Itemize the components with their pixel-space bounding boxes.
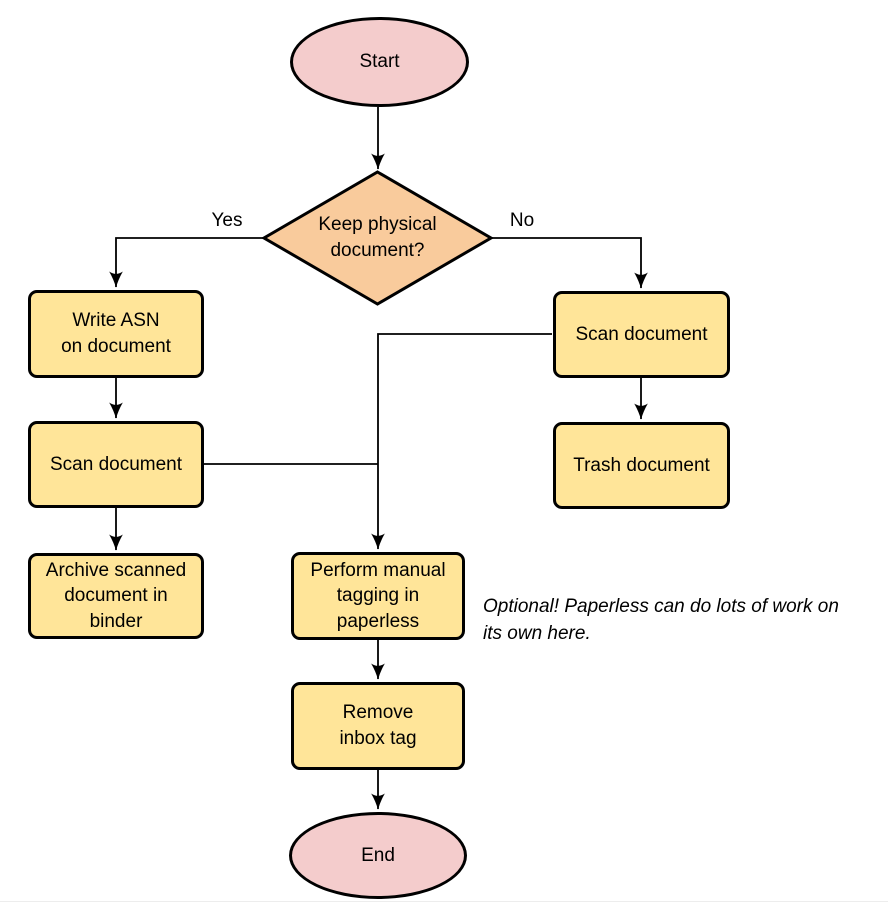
process-manual-tagging: Perform manual tagging in paperless <box>291 552 465 640</box>
optional-note: Optional! Paperless can do lots of work … <box>483 596 839 644</box>
process-remove-inbox-tag: Remove inbox tag <box>291 682 465 770</box>
start-node: Start <box>290 17 469 107</box>
process-archive-document: Archive scanned document in binder <box>28 553 204 639</box>
process-write-asn: Write ASN on document <box>28 290 204 378</box>
process-scan-document-right: Scan document <box>553 291 730 378</box>
end-node: End <box>289 812 467 899</box>
process-scan-document-left: Scan document <box>28 421 204 508</box>
edge-label-yes: Yes <box>211 210 243 231</box>
process-trash-document: Trash document <box>553 422 730 509</box>
edge-decision-yes-to-write-asn <box>109 237 264 288</box>
edge-decision-no-to-scan-right <box>491 237 648 289</box>
edge-label-no: No <box>509 210 535 231</box>
edge-scan-right-to-tagging <box>371 333 552 550</box>
decision-shape <box>261 170 494 306</box>
page-bottom-divider <box>0 901 888 902</box>
decision-node: Keep physical document? <box>318 214 437 261</box>
